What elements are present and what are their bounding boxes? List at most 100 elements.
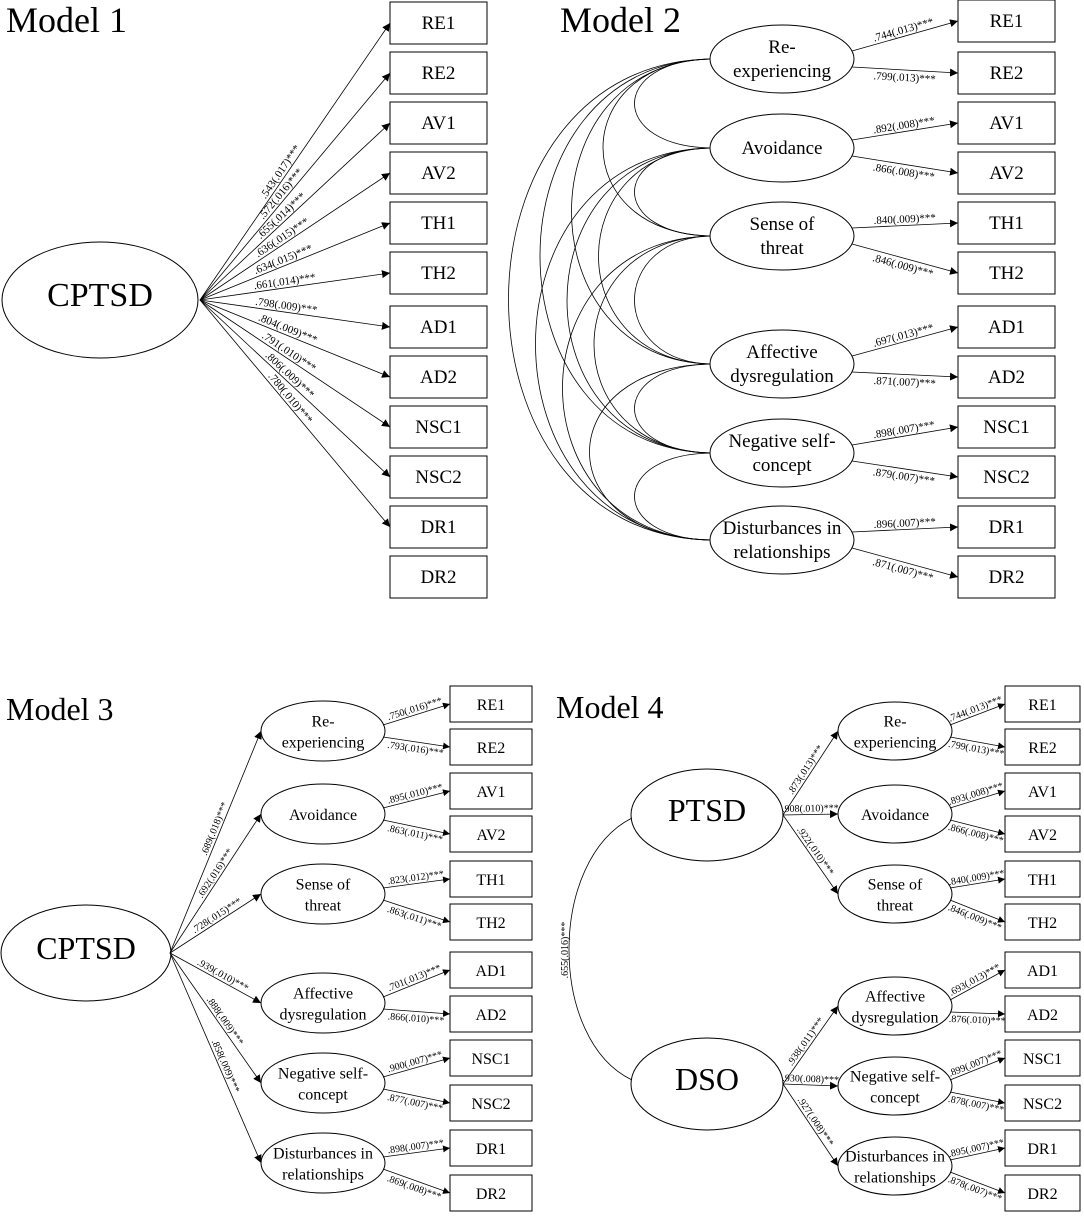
m3-av2-label: AV2 — [476, 827, 505, 844]
m4-loading-3: .893(.008)*** — [947, 781, 1004, 808]
m2-nsc1-label: NSC1 — [983, 417, 1029, 438]
m3-factor-sense-of-threat-label-2: threat — [305, 898, 342, 915]
m3-second-order-arrow-1 — [169, 730, 262, 954]
m2-factor-sense-of-threat-label-1: Sense of — [750, 214, 816, 235]
m4-av1-label: AV1 — [1028, 784, 1057, 801]
m2-correlation-2-6 — [535, 147, 715, 541]
m2-correlation-1-6 — [508, 58, 715, 541]
m3-re2-label: RE2 — [477, 740, 505, 757]
m4-second-order-arrow-2 — [782, 810, 839, 819]
m2-correlation-2-4 — [598, 147, 715, 365]
m1-loading-arrow-5 — [199, 222, 391, 301]
m4-loading-arrow-1 — [949, 703, 1006, 726]
m2-correlation-4-6 — [589, 363, 715, 541]
m3-loading-arrow-10 — [382, 1088, 451, 1105]
m3-ad1-box — [449, 951, 533, 989]
m3-factor-re-experiencing-label-1: Re- — [311, 714, 334, 731]
m4-correlation-label: .655(.016)*** — [560, 922, 571, 979]
m4-factor-sense-of-threat-label-2: threat — [877, 898, 914, 915]
m3-factor-affective-dysregulation-ellipse — [260, 972, 386, 1034]
m2-correlation-1-5 — [539, 58, 715, 454]
m1-loading-arrow-2 — [199, 72, 391, 301]
m3-factor-sense-of-threat-label-1: Sense of — [296, 877, 351, 894]
m3-loading-arrow-11 — [382, 1145, 451, 1158]
m4-re2-label: RE2 — [1028, 740, 1056, 757]
m3-loading-7: .701(.013)*** — [386, 963, 443, 994]
m3-second-order-5: .888(.009)*** — [204, 995, 246, 1048]
model-1: RE1RE2AV1AV2TH1TH2AD1AD2NSC1NSC2DR1DR2CP… — [1, 1, 488, 599]
m2-correlation-3-4 — [634, 235, 715, 365]
m2-correlation-1-4 — [571, 58, 715, 365]
m1-dr1-box — [389, 505, 488, 549]
m3-factor-affective-dysregulation-label-1: Affective — [293, 986, 353, 1003]
m4-loading-arrow-2 — [949, 736, 1006, 750]
m3-factor-disturbances-in-relationships-label-1: Disturbances in — [273, 1146, 373, 1163]
m3-av2-box — [449, 815, 533, 853]
m2-loading-5: .840(.009)*** — [873, 212, 936, 227]
m1-loading-arrow-11 — [199, 299, 391, 528]
m4-re1-box — [1004, 685, 1081, 723]
m2-ad2-label: AD2 — [988, 367, 1025, 388]
m2-factor-re-experiencing-label-1: Re- — [768, 37, 795, 58]
m1-loading-arrow-6 — [199, 270, 391, 301]
m3-factor-negative-self-concept-label-2: concept — [298, 1087, 348, 1104]
m2-factor-affective-dysregulation-ellipse — [709, 329, 855, 399]
m3-loading-arrow-2 — [382, 736, 451, 750]
m2-th2-label: TH2 — [989, 263, 1024, 284]
m2-correlation-2-3 — [634, 147, 715, 237]
m2-factor-re-experiencing-ellipse — [709, 24, 855, 94]
m4-second-order-3: .922(.010)*** — [794, 825, 835, 878]
m2-factor-disturbances-in-relationships-label-2: relationships — [733, 542, 830, 563]
m2-factor-sense-of-threat-label-2: threat — [760, 238, 804, 259]
m2-loading-7: .697(.013)*** — [872, 322, 935, 350]
m3-nsc2-label: NSC2 — [471, 1096, 510, 1113]
m3-second-order-3: .728(.015)*** — [190, 896, 244, 936]
m2-correlation-4-5 — [634, 363, 715, 454]
m3-th2-label: TH2 — [476, 915, 505, 932]
m4-ptsd-label-1: PTSD — [668, 792, 746, 828]
m3-th1-label: TH1 — [476, 872, 505, 889]
m4-second-order-arrow-5 — [782, 1081, 839, 1090]
m1-dr2-box — [389, 555, 488, 599]
m4-factor-affective-dysregulation-label-2: dysregulation — [851, 1010, 938, 1027]
m2-av1-label: AV1 — [989, 113, 1024, 134]
m2-correlation-3-5 — [593, 235, 715, 454]
m2-factor-avoidance-ellipse — [709, 113, 855, 183]
m4-loading-11: .895(.007)*** — [947, 1137, 1005, 1160]
m4-loading-1: .744(.013)*** — [947, 694, 1004, 724]
m3-loading-3: .895(.010)*** — [386, 782, 444, 807]
m3-re2-box — [449, 728, 533, 766]
m1-th1-label: TH1 — [421, 213, 456, 234]
m3-factor-sense-of-threat-ellipse — [260, 863, 386, 925]
m1-ad2-label: AD2 — [420, 367, 457, 388]
m4-second-order-arrow-6 — [782, 1083, 839, 1167]
m4-factor-sense-of-threat-label-1: Sense of — [868, 877, 923, 894]
m3-dr2-box — [449, 1174, 533, 1212]
m2-factor-affective-dysregulation-label-2: dysregulation — [730, 366, 834, 387]
m3-loading-arrow-3 — [382, 789, 451, 809]
m3-cptsd-label-1: CPTSD — [36, 930, 136, 966]
m3-factor-affective-dysregulation-label-2: dysregulation — [279, 1007, 366, 1024]
m3-th1-box — [449, 860, 533, 898]
model-1-title: Model 1 — [6, 0, 127, 40]
m4-loading-7: .693(.013)*** — [947, 962, 1002, 999]
m1-av1-label: AV1 — [421, 113, 456, 134]
m4-correlation-arc — [568, 817, 633, 1081]
m4-loading-5: .840(.009)*** — [948, 868, 1006, 888]
m2-re1-box — [957, 0, 1056, 43]
m2-loading-arrow-9 — [851, 424, 959, 446]
m2-factor-negative-self-concept-ellipse — [709, 418, 855, 488]
m2-factor-disturbances-in-relationships-ellipse — [709, 505, 855, 575]
m2-loading-arrow-2 — [851, 66, 959, 77]
m4-second-order-4: .938(.011)*** — [785, 1016, 826, 1068]
m2-re2-box — [957, 51, 1056, 95]
m4-factor-affective-dysregulation-label-1: Affective — [865, 989, 925, 1006]
m2-loading-arrow-7 — [851, 325, 959, 357]
m4-second-order-6: .927(.008)*** — [795, 1095, 836, 1148]
m3-loading-5: .823(.012)*** — [387, 869, 445, 887]
m4-th1-box — [1004, 860, 1081, 898]
m2-av1-box — [957, 101, 1056, 145]
m2-nsc2-box — [957, 455, 1056, 499]
m4-loading-arrow-7 — [949, 969, 1006, 1001]
m4-av2-label: AV2 — [1028, 827, 1057, 844]
